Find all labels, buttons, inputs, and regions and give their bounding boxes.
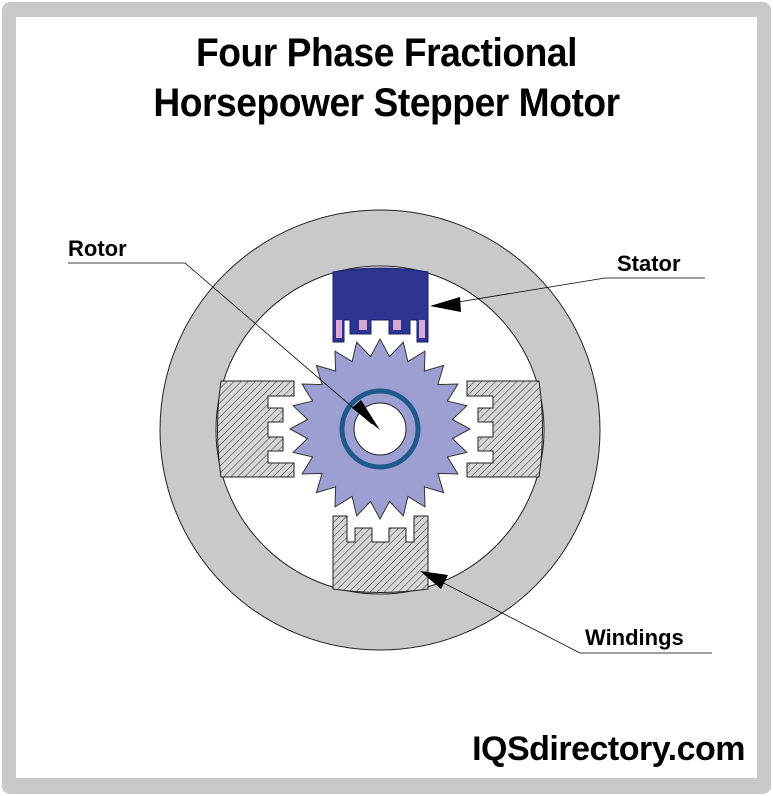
windings-leader	[420, 571, 712, 654]
rotor-leader	[68, 262, 380, 430]
stator-pole-bottom	[332, 515, 429, 593]
page-title: Four Phase Fractional Horsepower Stepper…	[27, 28, 746, 128]
winding-slots-top	[336, 320, 425, 338]
windings-label: Windings	[585, 625, 684, 650]
stator-pole-left	[217, 380, 295, 478]
rotor-label: Rotor	[68, 236, 127, 261]
stator-pole-top	[332, 267, 429, 343]
iqs-logo: IQSdirectory.com	[472, 730, 745, 768]
stator-pole-right	[466, 380, 543, 478]
rotor-hub-ring	[339, 388, 421, 470]
stator-label: Stator	[617, 251, 681, 276]
title-line-2: Horsepower Stepper Motor	[153, 81, 620, 125]
stator-leader	[430, 277, 705, 312]
title-line-1: Four Phase Fractional	[196, 31, 577, 75]
